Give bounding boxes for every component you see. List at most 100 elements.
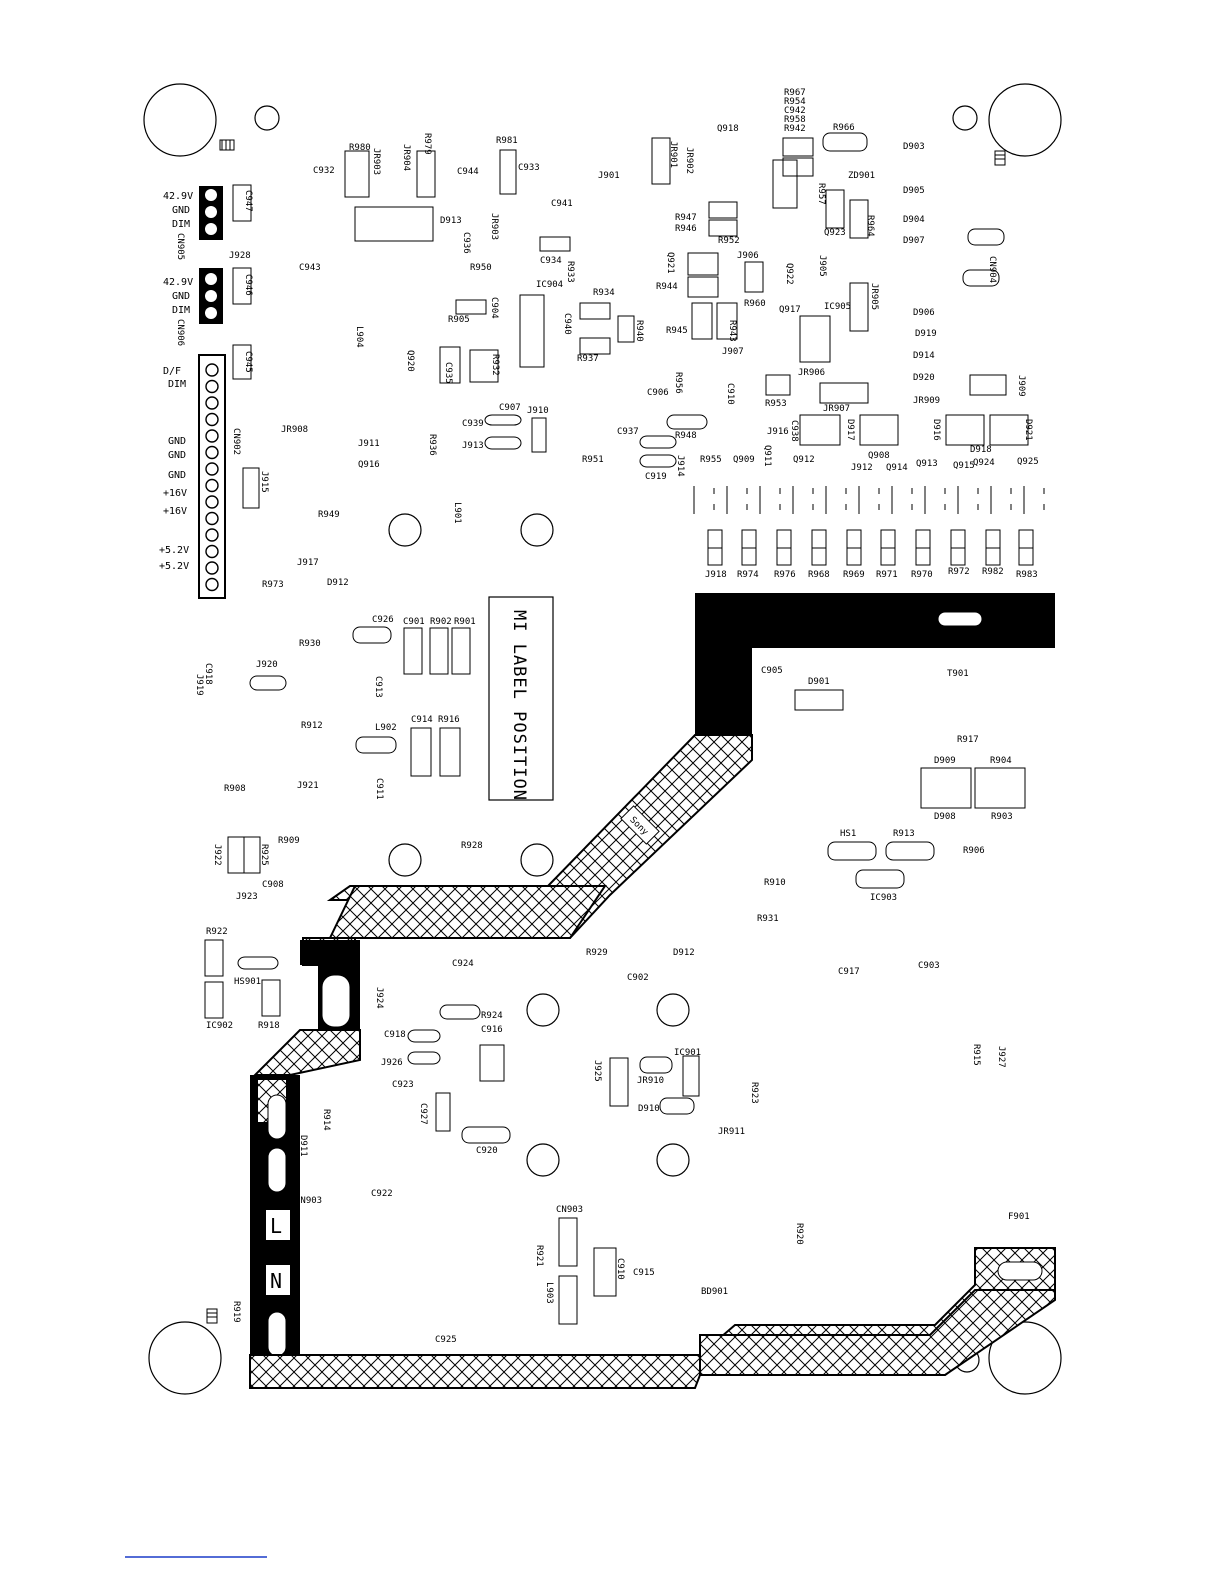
ref-label: R966 bbox=[833, 123, 855, 133]
ref-label: R937 bbox=[577, 354, 599, 364]
ref-label: JR904 bbox=[401, 144, 411, 171]
ref-label: R953 bbox=[765, 399, 787, 409]
ref-label: Q915 bbox=[953, 461, 975, 471]
ref-label: IC903 bbox=[870, 893, 897, 903]
ref-label: IC905 bbox=[824, 302, 851, 312]
ref-label: R909 bbox=[278, 836, 300, 846]
cn902-name: CN902 bbox=[231, 428, 241, 455]
cn902-pin-2: DIM bbox=[168, 379, 186, 390]
cn902-pin-9: +5.2V bbox=[159, 561, 189, 572]
ref-label: C941 bbox=[551, 199, 573, 209]
ref-label: R930 bbox=[299, 639, 321, 649]
ref-label: R929 bbox=[586, 948, 608, 958]
ref-label: D912 bbox=[327, 578, 349, 588]
ref-label: C920 bbox=[476, 1146, 498, 1156]
ref-label: C943 bbox=[299, 263, 321, 273]
ref-label: C913 bbox=[373, 676, 383, 698]
ref-label: R908 bbox=[224, 784, 246, 794]
ref-label: R976 bbox=[774, 570, 796, 580]
ref-label: J924 bbox=[374, 987, 384, 1009]
ref-label: D906 bbox=[913, 308, 935, 318]
ref-label: JR909 bbox=[913, 396, 940, 406]
ref-label: R919 bbox=[231, 1301, 241, 1323]
ref-label: J905 bbox=[817, 255, 827, 277]
ref-label: D909 bbox=[934, 756, 956, 766]
ref-label: R982 bbox=[982, 567, 1004, 577]
ref-label: C910 bbox=[615, 1258, 625, 1280]
ref-label: R917 bbox=[957, 735, 979, 745]
ref-label: Q925 bbox=[1017, 457, 1039, 467]
ref-label: R948 bbox=[675, 431, 697, 441]
ref-label: C917 bbox=[838, 967, 860, 977]
ref-label: C901 bbox=[403, 617, 425, 627]
ref-label: R912 bbox=[301, 721, 323, 731]
cn903-pin-n: N bbox=[270, 1269, 282, 1293]
cn906-pin-3: DIM bbox=[172, 305, 190, 316]
connector-cn906: 42.9V GND DIM CN906 bbox=[163, 268, 223, 346]
cn902-pin-5: GND bbox=[168, 470, 186, 481]
ref-label: C933 bbox=[518, 163, 540, 173]
ref-label: J916 bbox=[767, 427, 789, 437]
ref-label: D913 bbox=[440, 216, 462, 226]
ref-label: Q914 bbox=[886, 463, 908, 473]
ref-label: R904 bbox=[990, 756, 1012, 766]
ref-label: IC902 bbox=[206, 1021, 233, 1031]
cn905-name: CN905 bbox=[175, 233, 185, 260]
ref-label: HS901 bbox=[234, 977, 261, 987]
ref-label: C927 bbox=[418, 1103, 428, 1125]
ref-label: R931 bbox=[757, 914, 779, 924]
ref-label: D904 bbox=[903, 215, 925, 225]
ref-label: R906 bbox=[963, 846, 985, 856]
ref-label: R932 bbox=[490, 354, 500, 376]
ref-label: R934 bbox=[593, 288, 615, 298]
ref-label: JR906 bbox=[798, 368, 825, 378]
ref-label: D905 bbox=[903, 186, 925, 196]
ref-label: J911 bbox=[358, 439, 380, 449]
mount-hole-top-right bbox=[988, 83, 1062, 157]
connector-cn903: CN903 L N bbox=[270, 1196, 322, 1293]
ref-label: R950 bbox=[470, 263, 492, 273]
ref-label: Q918 bbox=[717, 124, 739, 134]
ref-label: C919 bbox=[645, 472, 667, 482]
ref-label: R979 bbox=[422, 133, 432, 155]
ref-label: L904 bbox=[354, 326, 364, 348]
ref-label: C916 bbox=[481, 1025, 503, 1035]
ref-label: R924 bbox=[481, 1011, 503, 1021]
ref-label: J912 bbox=[851, 463, 873, 473]
ref-label: C945 bbox=[243, 351, 253, 373]
ref-label: IC901 bbox=[674, 1048, 701, 1058]
ref-label: D907 bbox=[903, 236, 925, 246]
ref-label: R951 bbox=[582, 455, 604, 465]
ref-label: R967 bbox=[784, 88, 806, 98]
ref-label: JR907 bbox=[823, 404, 850, 414]
ref-label: IC904 bbox=[536, 280, 563, 290]
ref-label: C934 bbox=[540, 256, 562, 266]
ref-label: R974 bbox=[737, 570, 759, 580]
ref-label: J923 bbox=[236, 892, 258, 902]
ref-label: Q913 bbox=[916, 459, 938, 469]
ref-label: J927 bbox=[996, 1046, 1006, 1068]
ref-label: C922 bbox=[371, 1189, 393, 1199]
ref-label: R933 bbox=[565, 261, 575, 283]
ref-label: C947 bbox=[243, 190, 253, 212]
ref-label: C939 bbox=[462, 419, 484, 429]
ref-label: C938 bbox=[789, 420, 799, 442]
ref-label: R914 bbox=[321, 1109, 331, 1131]
ref-label: R922 bbox=[206, 927, 228, 937]
ref-label: R944 bbox=[656, 282, 678, 292]
ref-label: C914 bbox=[411, 715, 433, 725]
ref-label: C932 bbox=[313, 166, 335, 176]
ref-label: C935 bbox=[443, 362, 453, 384]
cn903-name: CN903 bbox=[295, 1196, 322, 1206]
ref-label: L903 bbox=[544, 1282, 554, 1304]
ref-label: D903 bbox=[903, 142, 925, 152]
ref-label: JR903 bbox=[489, 213, 499, 240]
cn905-pin-3: DIM bbox=[172, 219, 190, 230]
ref-label: L902 bbox=[375, 723, 397, 733]
ref-label: R913 bbox=[893, 829, 915, 839]
ref-label: C924 bbox=[452, 959, 474, 969]
ref-label: C905 bbox=[761, 666, 783, 676]
ref-label: R920 bbox=[794, 1223, 804, 1245]
